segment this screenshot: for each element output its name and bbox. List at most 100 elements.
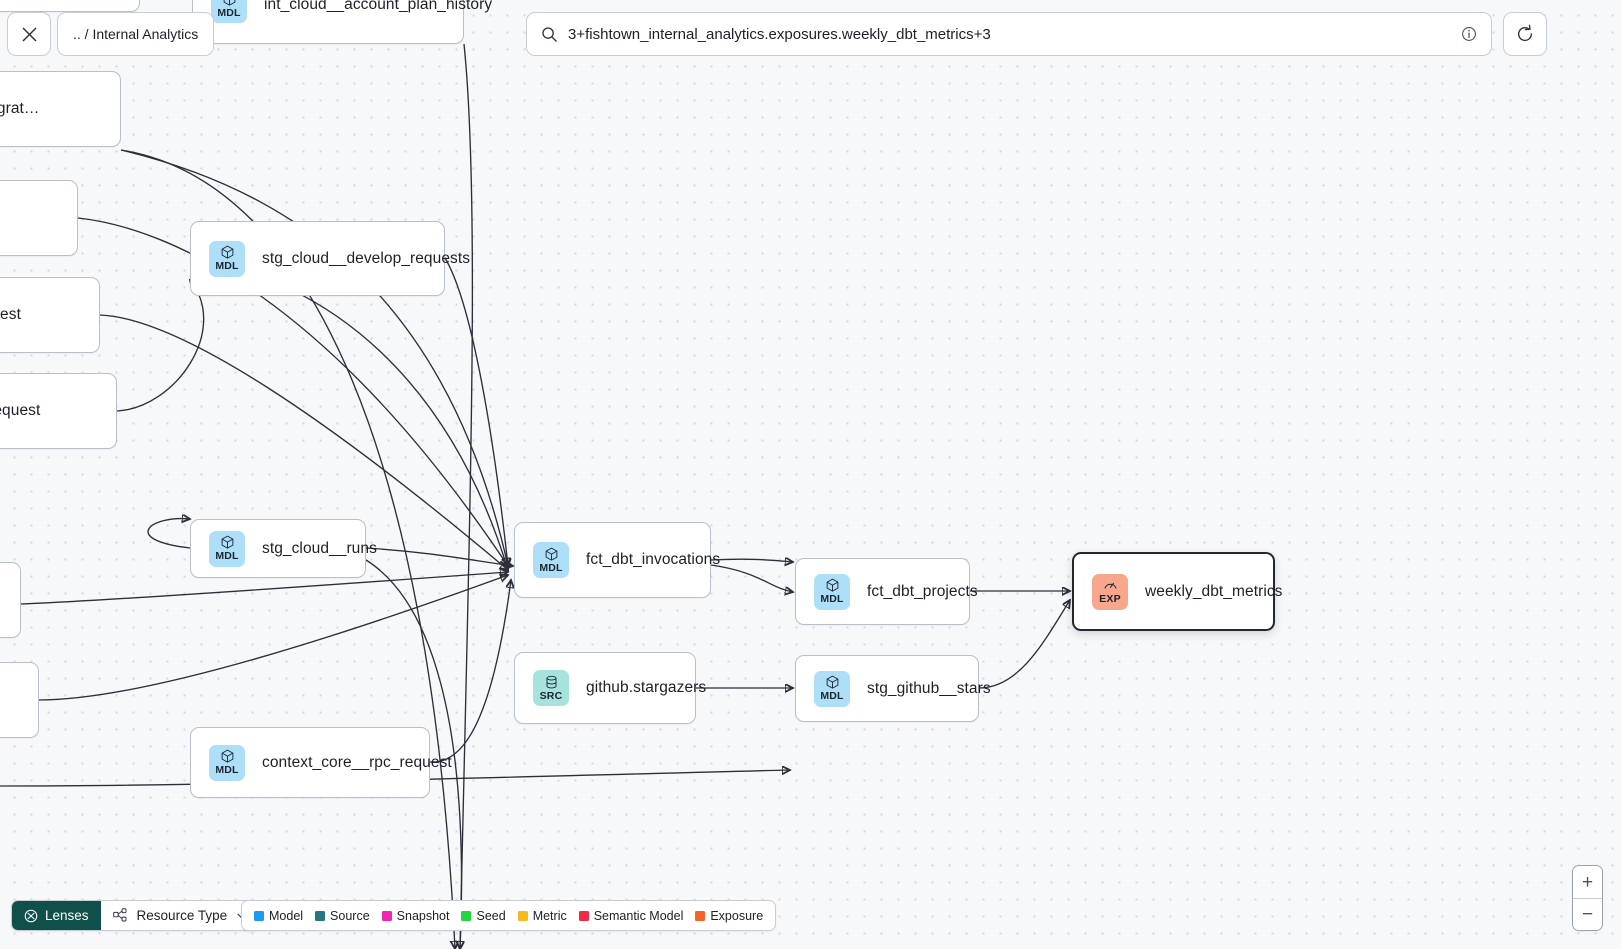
node-type-label: MDL bbox=[215, 550, 239, 563]
node-type-badge-mdl: MDL bbox=[209, 530, 245, 567]
legend-label: Seed bbox=[476, 908, 506, 923]
legend-item-snapshot[interactable]: Snapshot bbox=[381, 908, 450, 923]
node-type-badge-mdl: MDL bbox=[209, 744, 245, 781]
legend-item-model[interactable]: Model bbox=[254, 909, 303, 923]
graph-node-stg_cloud_develop_request[interactable]: …p_request bbox=[0, 180, 78, 256]
lenses-label: Lenses bbox=[45, 908, 89, 923]
cube-icon bbox=[221, 535, 233, 549]
legend-swatch bbox=[461, 910, 472, 921]
graph-node-stg_cloud_runs[interactable]: MDL stg_cloud__runs bbox=[190, 519, 377, 578]
lineage-edge bbox=[429, 580, 511, 763]
graph-node-weekly_dbt_metrics[interactable]: EXP weekly_dbt_metrics bbox=[1072, 552, 1282, 631]
graph-node-left_run_b[interactable]: ….run bbox=[0, 662, 39, 738]
database-icon bbox=[546, 675, 556, 689]
legend-item-source[interactable]: Source bbox=[315, 909, 370, 923]
refresh-button[interactable] bbox=[1503, 12, 1547, 56]
node-type-badge-mdl: MDL bbox=[211, 0, 247, 23]
node-label: weekly_dbt_metrics bbox=[1145, 582, 1283, 600]
graph-node-multicell_migration[interactable]: multicell_migrat… bbox=[0, 71, 121, 147]
node-label: …velop_request bbox=[0, 306, 21, 323]
legend-swatch bbox=[517, 910, 528, 921]
resource-type-legend: Model Source Snapshot Seed Metric Semantic Mo… bbox=[241, 900, 777, 931]
node-label: fct_dbt_invocations bbox=[586, 551, 721, 568]
search-input[interactable] bbox=[568, 25, 1451, 43]
info-icon[interactable] bbox=[1461, 26, 1477, 42]
legend-swatch bbox=[254, 910, 264, 921]
search-bar[interactable] bbox=[526, 12, 1492, 56]
resource-type-label: Resource Type bbox=[136, 908, 228, 923]
graph-node-context_core_rpc_request[interactable]: MDL context_core__rpc_request bbox=[190, 727, 452, 798]
cube-icon bbox=[221, 245, 233, 259]
node-label: stg_cloud__runs bbox=[262, 539, 377, 557]
legend-item-semantic-model[interactable]: Semantic Model bbox=[578, 908, 684, 923]
node-label: context_core__rpc_request bbox=[262, 753, 452, 771]
lineage-edge bbox=[710, 559, 793, 562]
graph-node-int_cloud_account_plan[interactable]: MDL int_cloud__account_plan_history bbox=[192, 0, 492, 44]
legend-label: Source bbox=[330, 908, 370, 923]
node-type-label: SRC bbox=[539, 689, 563, 702]
cube-icon bbox=[826, 578, 838, 592]
graph-node-snapshot_daily[interactable]: snapshot_daily bbox=[0, 0, 140, 12]
node-type-label: MDL bbox=[820, 593, 844, 606]
legend-label: Semantic Model bbox=[593, 908, 684, 923]
node-label: github.stargazers bbox=[586, 679, 707, 696]
graph-node-fct_dbt_invocations[interactable]: MDL fct_dbt_invocations bbox=[514, 522, 720, 598]
node-type-label: MDL bbox=[215, 260, 239, 273]
graph-node-github_stargazers[interactable]: SRC github.stargazers bbox=[514, 652, 706, 724]
graph-node-left_run_a[interactable]: …n bbox=[0, 562, 21, 638]
node-type-label: EXP bbox=[1099, 593, 1121, 606]
search-icon bbox=[542, 26, 557, 42]
legend-swatch bbox=[315, 910, 326, 921]
lineage-edge bbox=[147, 519, 190, 549]
cube-icon bbox=[826, 675, 838, 689]
graph-node-fct_dbt_projects[interactable]: MDL fct_dbt_projects bbox=[795, 558, 978, 625]
legend-item-metric[interactable]: Metric bbox=[517, 908, 567, 923]
breadcrumb-label: .. / Internal Analytics bbox=[73, 26, 199, 42]
cube-icon bbox=[223, 0, 235, 6]
node-type-badge-exp: EXP bbox=[1092, 573, 1128, 610]
node-label: multicell_migrat… bbox=[0, 100, 40, 117]
lineage-edge bbox=[444, 257, 508, 566]
legend-label: Snapshot bbox=[396, 908, 450, 923]
graph-node-fct_develop_request[interactable]: …develop_request bbox=[0, 373, 117, 449]
legend-label: Metric bbox=[532, 908, 567, 923]
lineage-edge bbox=[365, 547, 513, 566]
refresh-icon bbox=[1517, 24, 1533, 42]
cube-icon bbox=[545, 547, 557, 561]
node-label: stg_github__stars bbox=[867, 679, 991, 697]
node-label: int_cloud__account_plan_history bbox=[264, 0, 493, 13]
node-type-label: MDL bbox=[217, 6, 241, 19]
lineage-edge bbox=[978, 600, 1070, 689]
node-type-label: MDL bbox=[820, 690, 844, 703]
legend-label: Model bbox=[269, 908, 304, 923]
node-type-badge-mdl: MDL bbox=[209, 240, 245, 277]
lenses-button[interactable]: Lenses bbox=[12, 901, 101, 930]
legend-label: Exposure bbox=[710, 908, 764, 923]
node-label: fct_dbt_projects bbox=[867, 582, 978, 600]
legend-item-exposure[interactable]: Exposure bbox=[695, 909, 763, 923]
cube-icon bbox=[221, 749, 233, 763]
lineage-edge bbox=[120, 149, 508, 566]
legend-swatch bbox=[578, 910, 589, 921]
lineage-edge bbox=[710, 564, 793, 592]
graph-node-stg_github_stars[interactable]: MDL stg_github__stars bbox=[795, 655, 991, 722]
gauge-icon bbox=[1104, 582, 1116, 589]
node-graph-icon bbox=[112, 908, 127, 922]
close-button[interactable] bbox=[7, 12, 51, 56]
lineage-edge bbox=[38, 575, 508, 701]
node-type-badge-mdl: MDL bbox=[814, 573, 850, 610]
zoom-out-button[interactable]: − bbox=[1573, 898, 1602, 930]
node-type-label: MDL bbox=[215, 764, 239, 777]
breadcrumb[interactable]: .. / Internal Analytics bbox=[57, 12, 215, 56]
zoom-in-button[interactable]: + bbox=[1573, 866, 1602, 898]
node-type-badge-src: SRC bbox=[533, 670, 569, 706]
graph-node-int_develop_request[interactable]: …velop_request bbox=[0, 277, 100, 353]
node-label: …develop_request bbox=[0, 402, 41, 419]
node-type-label: MDL bbox=[539, 561, 563, 574]
legend-item-seed[interactable]: Seed bbox=[461, 908, 506, 923]
close-icon bbox=[21, 26, 37, 42]
resource-type-dropdown[interactable]: Resource Type bbox=[100, 901, 260, 930]
lenses-toolbar: Lenses Resource Type bbox=[11, 900, 261, 931]
